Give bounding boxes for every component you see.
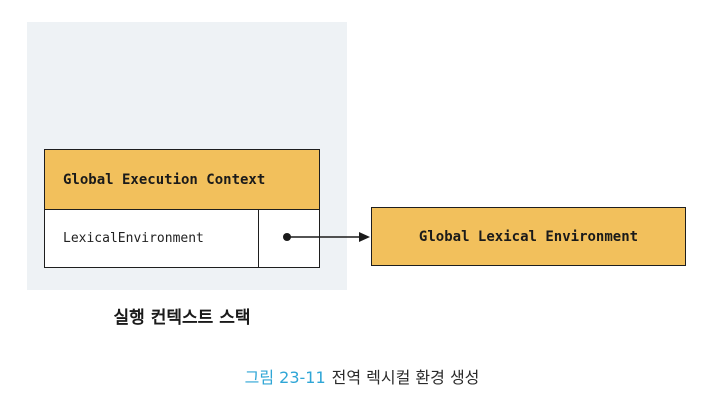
figure-caption-text: 전역 렉시컬 환경 생성 [331,368,480,387]
figure-caption: 그림 23-11 전역 렉시컬 환경 생성 [0,364,724,388]
figure-number: 그림 23-11 [244,368,326,387]
global-execution-context-header: Global Execution Context [45,150,319,210]
execution-context-stack-label: 실행 컨텍스트 스택 [113,308,251,328]
global-lexical-environment-box: Global Lexical Environment [371,207,686,266]
lexical-environment-field-label: LexicalEnvironment [45,210,259,267]
reference-arrow-head [359,232,370,242]
global-execution-context-box: Global Execution Context LexicalEnvironm… [44,149,320,268]
lexical-environment-reference-cell [259,210,319,267]
